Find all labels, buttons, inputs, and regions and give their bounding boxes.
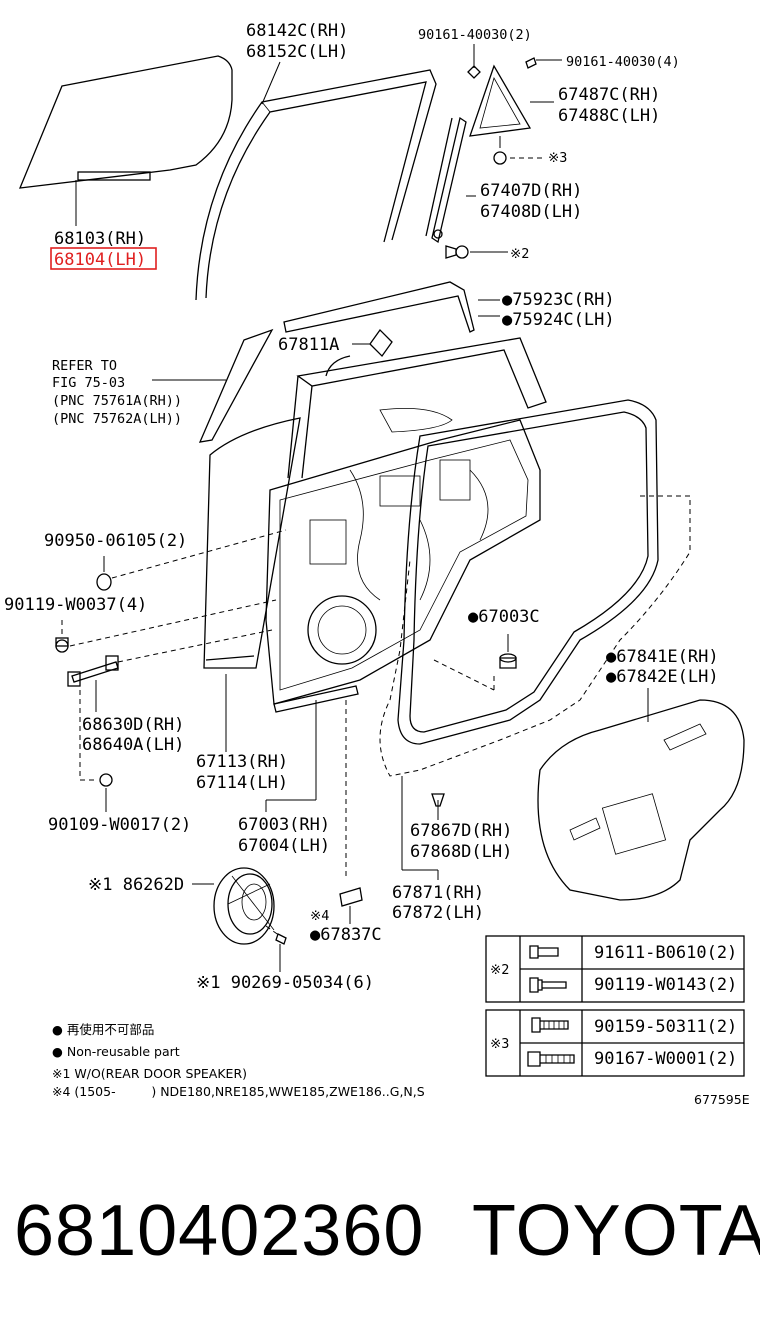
labels: 68142C(RH) 68152C(LH) 90161-40030(2) 901… [4,21,719,993]
label-refer-3: (PNC 75761A(RH)) [52,393,182,409]
label-speaker: ※1 86262D [88,875,184,895]
legend-note4: ※4 (1505- ) NDE180,NRE185,WWE185,ZWE186.… [52,1084,425,1099]
table2-row-1: 91611-B0610(2) [594,943,737,963]
service-hole-film [537,688,745,901]
hole-plug [96,529,287,591]
table3-row-2: 90167-W0001(2) [594,1049,737,1069]
label-bolt-check: 90109-W0017(2) [48,815,191,835]
highlight-box [50,247,157,270]
label-cushion: ●67837C [310,925,382,945]
label-frame-rh: ●75923C(RH) [502,290,615,310]
label-mark4: ※4 [310,908,329,924]
label-seal-rh: 67113(RH) [196,752,288,772]
label-weather-lh: 67872(LH) [392,903,484,923]
door-panel [203,337,547,713]
door-check [55,599,277,812]
fastener-table-3: ※3 90159-50311(2) 90167-W0001(2) [485,1009,745,1077]
door-glass [18,55,233,226]
label-channel-lh: 67408D(LH) [480,202,582,222]
footer-brand: TOYOTA [472,1191,760,1271]
label-glass-rh: 68103(RH) [54,229,146,249]
label-run-lh: 68152C(LH) [246,42,348,62]
label-check-lh: 68640A(LH) [82,735,184,755]
label-clip: ●67003C [468,607,540,627]
label-check-rh: 68630D(RH) [82,715,184,735]
label-weather-rh: 67871(RH) [392,883,484,903]
pad-67811a [352,328,393,358]
label-film-lh: ●67842E(LH) [606,667,719,687]
quarter-cover [445,44,562,259]
label-glass-lh: 68104(LH) [54,250,146,270]
label-cover-rh: 67487C(RH) [558,85,660,105]
glass-run [195,61,437,301]
table2-mark: ※2 [490,962,509,978]
label-refer-2: FIG 75-03 [52,375,125,391]
clip-67003c [433,634,517,691]
rear-channel [425,116,476,244]
legend-jp: ● 再使用不可部品 [52,1022,154,1037]
frame-moulding [283,281,500,333]
pillar-garnish [152,328,274,443]
footer-part-number: 6810402360 [14,1191,425,1271]
legend-note1: ※1 W/O(REAR DOOR SPEAKER) [52,1066,247,1081]
lower-seal [205,655,255,752]
table3-row-1: 90159-50311(2) [594,1017,737,1037]
label-screw-a: 90161-40030(2) [418,27,532,43]
label-channel-rh: 67407D(RH) [480,181,582,201]
label-mark2: ※2 [510,246,529,262]
leaders [265,700,445,880]
legend-en: ● Non-reusable part [52,1044,180,1059]
label-mark3: ※3 [548,150,567,166]
label-wstrip-lh: 67868D(LH) [410,842,512,862]
legend: ● 再使用不可部品 ● Non-reusable part ※1 W/O(REA… [52,1022,750,1107]
label-screw-b: 90161-40030(4) [566,54,680,70]
cushion [339,887,363,924]
door-weatherstrip [397,399,659,745]
label-cover-lh: 67488C(LH) [558,106,660,126]
label-panel-rh: 67003(RH) [238,815,330,835]
label-wstrip-rh: 67867D(RH) [410,821,512,841]
label-panel-lh: 67004(LH) [238,836,330,856]
label-run-rh: 68142C(RH) [246,21,348,41]
label-frame-lh: ●75924C(LH) [502,310,615,330]
label-refer-1: REFER TO [52,358,117,374]
table3-mark: ※3 [490,1036,509,1052]
hole-seal [379,495,691,777]
label-pad: 67811A [278,335,339,355]
fastener-table-2: ※2 91611-B0610(2) 90119-W0143(2) [485,935,745,1003]
label-film-rh: ●67841E(RH) [606,647,719,667]
label-hole-plug: 90950-06105(2) [44,531,187,551]
label-seal-lh: 67114(LH) [196,773,288,793]
speaker [192,867,287,972]
table2-row-2: 90119-W0143(2) [594,975,737,995]
label-refer-4: (PNC 75762A(LH)) [52,411,182,427]
label-speaker-screw: ※1 90269-05034(6) [196,973,374,993]
figure-code: 677595E [694,1092,750,1107]
label-bolt-hinge: 90119-W0037(4) [4,595,147,615]
